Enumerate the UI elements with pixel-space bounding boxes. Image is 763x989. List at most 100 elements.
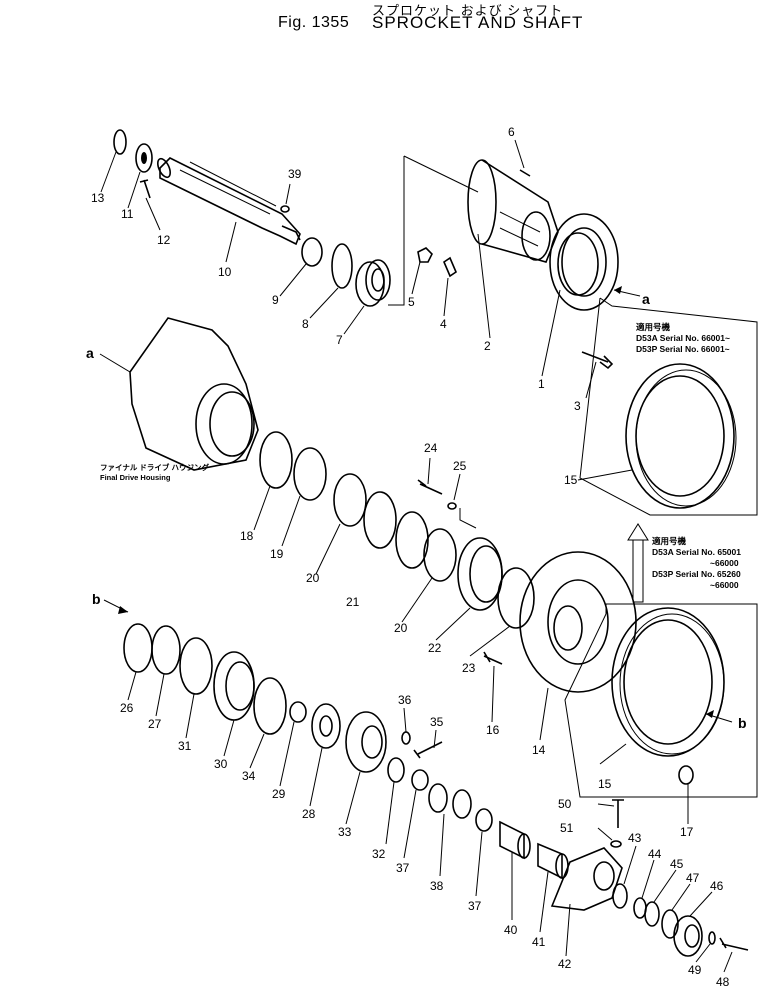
sprocket-part-15-top (625, 363, 737, 509)
serial-note-middle-line3: D53P Serial No. 65260 (652, 569, 741, 579)
label-13: 13 (91, 191, 105, 205)
label-15-lower: 15 (598, 777, 612, 791)
o-ring-part-20-a (333, 473, 367, 527)
washer-part-25 (447, 502, 457, 510)
label-34: 34 (242, 769, 256, 783)
letter-a-gear: a (642, 291, 650, 307)
bearing-part-45 (644, 901, 660, 927)
seal-part-44 (633, 897, 647, 919)
seal-part-38-a (428, 783, 448, 813)
seal-part-18 (259, 431, 293, 489)
ring-part-8 (331, 243, 353, 289)
label-38: 38 (430, 879, 444, 893)
bearing-part-28 (311, 703, 341, 749)
label-27: 27 (148, 717, 162, 731)
washer-part-43 (612, 883, 628, 909)
bolt-part-35 (413, 741, 443, 759)
housing-label-en: Final Drive Housing (100, 473, 171, 482)
seal-part-21-a (363, 491, 397, 549)
cage-part-33 (345, 711, 387, 773)
pin-part-39 (280, 205, 290, 213)
serial-note-middle-heading: 適用号機 (652, 536, 687, 546)
label-2: 2 (484, 339, 491, 353)
label-7: 7 (336, 333, 343, 347)
bolt-part-12 (139, 179, 151, 199)
bolt-part-48 (719, 937, 749, 951)
label-1: 1 (538, 377, 545, 391)
label-25: 25 (453, 459, 467, 473)
label-32: 32 (372, 847, 386, 861)
ring-part-19 (293, 447, 327, 501)
label-15-top: 15 (564, 473, 578, 487)
serial-note-middle: 適用号機 D53A Serial No. 65001 ~66000 D53P S… (652, 536, 741, 591)
nut-part-5 (417, 247, 433, 263)
leader-line (403, 155, 479, 193)
label-41: 41 (532, 935, 546, 949)
label-46: 46 (710, 879, 724, 893)
serial-note-middle-line1: D53A Serial No. 65001 (652, 547, 741, 557)
cap-part-46 (673, 915, 703, 957)
label-22: 22 (428, 641, 442, 655)
lock-plate-part-4 (443, 256, 457, 278)
bolt-part-3 (581, 351, 614, 370)
gear-part-1 (549, 213, 619, 311)
label-51: 51 (560, 821, 574, 835)
seal-part-38-b (452, 789, 472, 819)
o-ring-part-34 (253, 677, 287, 735)
label-12: 12 (157, 233, 171, 247)
label-11: 11 (121, 207, 134, 221)
bushing-part-40 (499, 820, 531, 860)
label-33: 33 (338, 825, 352, 839)
label-24: 24 (424, 441, 438, 455)
cover-part-22 (457, 537, 503, 611)
label-29: 29 (272, 787, 286, 801)
label-10: 10 (218, 265, 232, 279)
lock-washer-part-26 (123, 623, 153, 673)
key-part-6 (519, 169, 531, 177)
label-50: 50 (558, 797, 572, 811)
label-44: 44 (648, 847, 662, 861)
label-45: 45 (670, 857, 684, 871)
hub-part-2 (467, 159, 559, 263)
label-4: 4 (440, 317, 447, 331)
o-ring-part-20-b (423, 528, 457, 582)
seal-part-21-b (395, 511, 429, 569)
label-48: 48 (716, 975, 730, 989)
label-20-a: 20 (306, 571, 320, 585)
reference-letters: a a b b (86, 291, 747, 731)
label-17: 17 (680, 825, 694, 839)
serial-note-top-line1: D53A Serial No. 66001~ (636, 333, 730, 343)
label-40: 40 (504, 923, 518, 937)
title-japanese: スプロケット および シャフト (372, 3, 564, 18)
sprocket-part-15-lower (611, 607, 725, 757)
label-5: 5 (408, 295, 415, 309)
label-31: 31 (178, 739, 192, 753)
bolt-part-50 (612, 799, 624, 828)
bolt-part-24 (417, 479, 443, 495)
label-16: 16 (486, 723, 500, 737)
bearing-part-7 (355, 259, 391, 307)
washer-part-36 (401, 731, 411, 745)
arrow-a-leader (99, 353, 131, 373)
nut-part-11 (135, 143, 153, 173)
leader-lines (100, 139, 733, 973)
label-26: 26 (120, 701, 134, 715)
serial-note-middle-line2: ~66000 (710, 558, 739, 568)
label-30: 30 (214, 757, 228, 771)
leader-bracket-top (388, 156, 405, 306)
label-14: 14 (532, 743, 546, 757)
label-20-b: 20 (394, 621, 408, 635)
diagram-title: SPROCKET AND SHAFT (372, 13, 584, 32)
label-42: 42 (558, 957, 572, 971)
leader-25 (459, 508, 477, 529)
hollow-arrow-up (627, 523, 649, 603)
letter-b-left: b (92, 591, 101, 607)
part-labels: 13 11 12 10 39 9 8 7 5 4 2 6 1 3 15 24 2… (91, 125, 730, 989)
label-18: 18 (240, 529, 254, 543)
label-43: 43 (628, 831, 642, 845)
label-23: 23 (462, 661, 476, 675)
bolt-part-16 (483, 651, 503, 665)
serial-note-top-heading: 適用号機 (636, 322, 671, 332)
sprocket-callout-box-top (579, 297, 758, 516)
hub-part-14 (519, 551, 637, 693)
